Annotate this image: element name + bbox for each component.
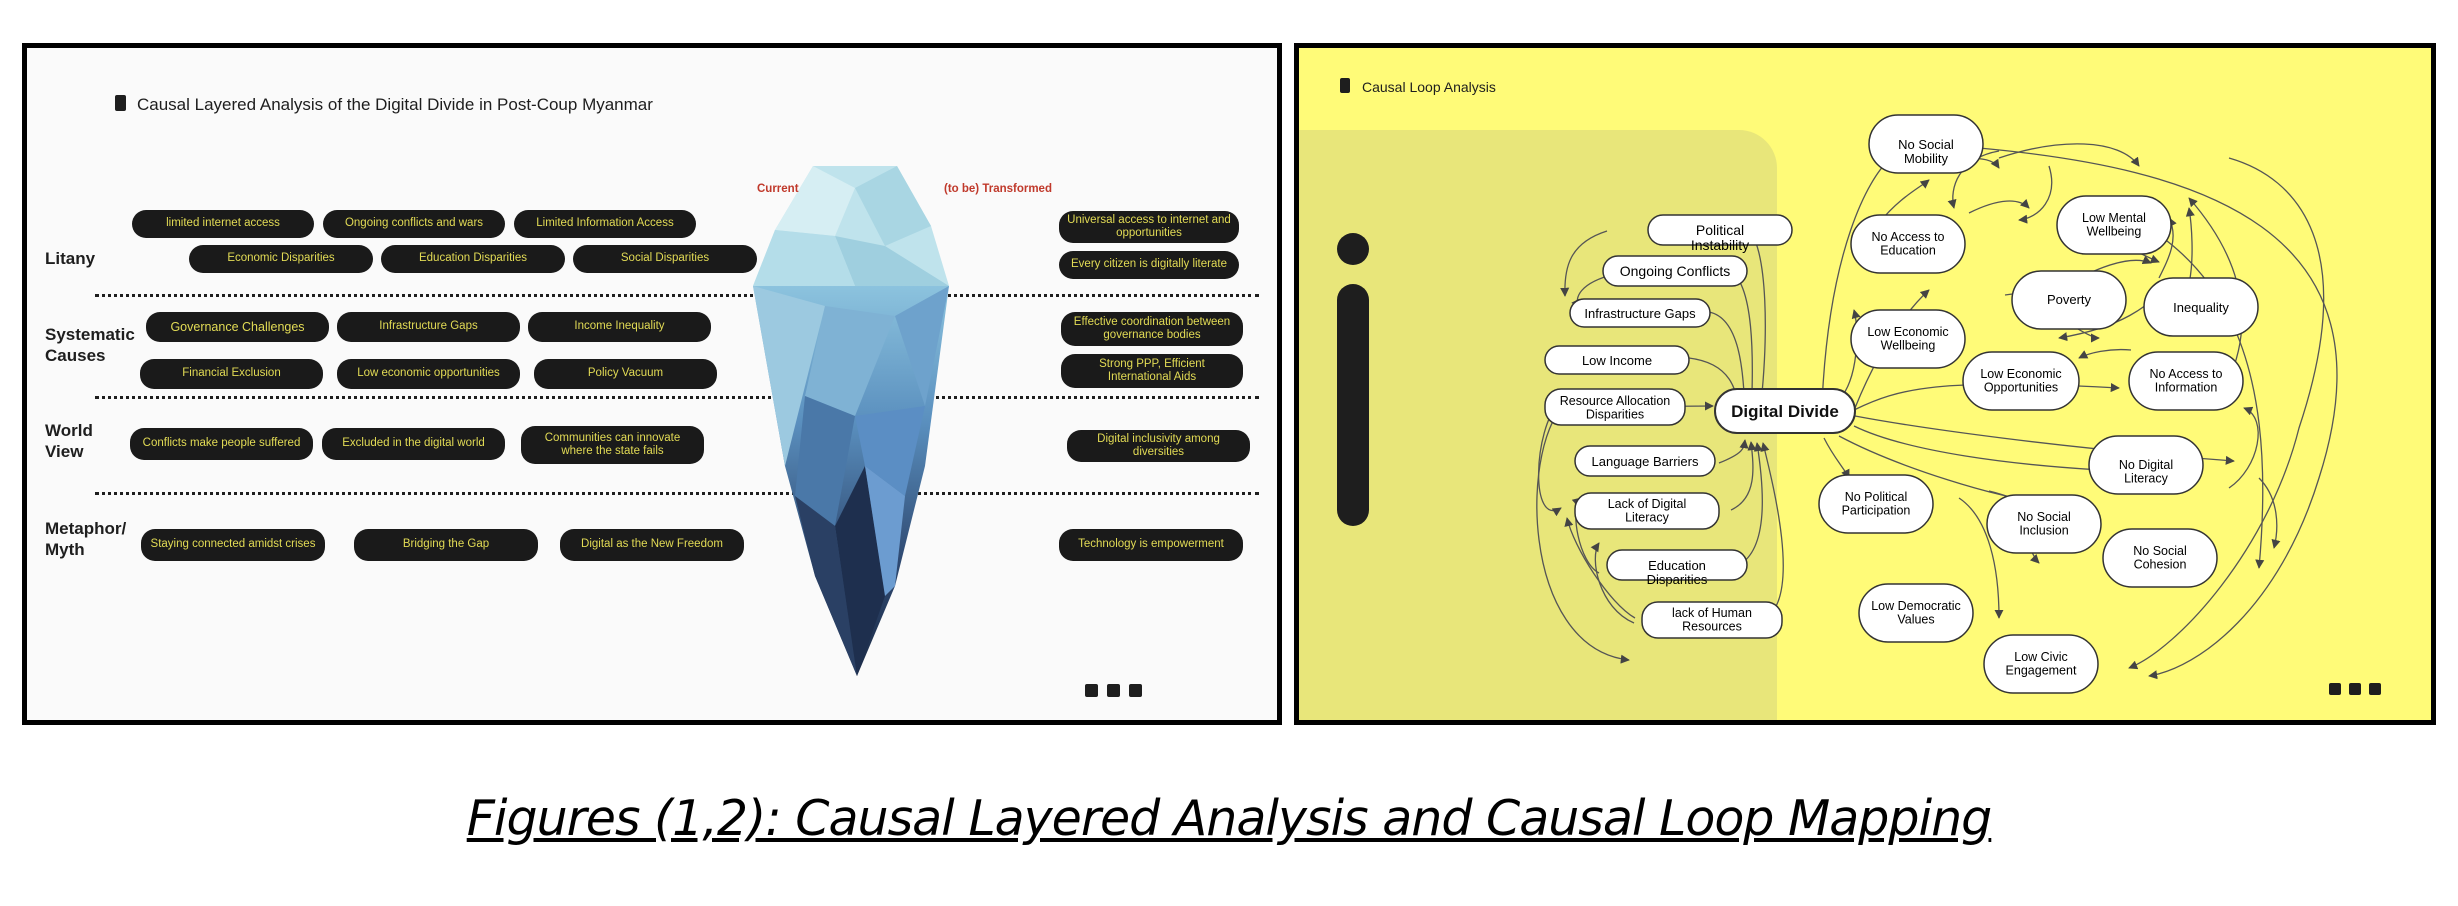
- svg-text:Infrastructure Gaps: Infrastructure Gaps: [1584, 306, 1696, 321]
- node-language-barriers: Language Barriers: [1574, 445, 1716, 477]
- more-dots-icon: [1085, 684, 1142, 697]
- cla-item-transformed: Universal access to internet and opportu…: [1059, 211, 1239, 243]
- cla-item: Income Inequality: [528, 312, 711, 342]
- layer-divider: [95, 294, 1259, 297]
- cla-item: Conflicts make people suffered: [130, 428, 313, 460]
- cla-item: limited internet access: [132, 210, 314, 238]
- layer-label-myth: Metaphor/ Myth: [45, 519, 127, 560]
- iceberg-transformed-label: (to be) Transformed: [944, 183, 1052, 195]
- cla-panel: Causal Layered Analysis of the Digital D…: [22, 43, 1282, 725]
- cla-item-transformed: Technology is empowerment: [1059, 529, 1243, 561]
- title-marker: [1340, 78, 1350, 93]
- cla-item: Governance Challenges: [146, 312, 329, 342]
- info-icon-stem: [1337, 284, 1369, 526]
- node-inequality: Inequality: [2143, 277, 2259, 337]
- layer-divider: [95, 396, 1259, 399]
- svg-text:Poverty: Poverty: [2047, 292, 2092, 307]
- node-poverty: Poverty: [2011, 270, 2127, 330]
- cla-item: Bridging the Gap: [354, 529, 538, 561]
- cla-item-transformed: Effective coordination between governanc…: [1061, 312, 1243, 346]
- iceberg-current-label: Current: [757, 183, 799, 195]
- iceberg-graphic: [753, 166, 949, 676]
- cla-item: Education Disparities: [381, 245, 565, 273]
- cla-item: Policy Vacuum: [534, 359, 717, 389]
- layer-divider: [95, 492, 1259, 495]
- cla-item: Communities can innovate where the state…: [521, 426, 704, 464]
- layer-label-systematic: Systematic Causes: [45, 325, 135, 366]
- cla-item: Staying connected amidst crises: [141, 529, 325, 561]
- causal-loop-panel: Causal Loop Analysis: [1294, 43, 2436, 725]
- cla-item: Excluded in the digital world: [322, 428, 505, 460]
- cla-item: Economic Disparities: [189, 245, 373, 273]
- svg-text:Language Barriers: Language Barriers: [1592, 454, 1699, 469]
- layer-label-worldview: World View: [45, 421, 93, 462]
- cla-item: Financial Exclusion: [140, 359, 323, 389]
- cla-item-transformed: Digital inclusivity among diversities: [1067, 430, 1250, 462]
- node-digital-divide: Digital Divide: [1714, 388, 1856, 434]
- more-dots-icon: [2329, 683, 2381, 695]
- info-icon-dot: [1337, 233, 1369, 265]
- causal-loop-title: Causal Loop Analysis: [1362, 79, 1496, 95]
- svg-text:Ongoing Conflicts: Ongoing Conflicts: [1620, 263, 1731, 279]
- cla-item: Ongoing conflicts and wars: [323, 210, 505, 238]
- cla-item: Social Disparities: [573, 245, 757, 273]
- cla-item-transformed: Strong PPP, Efficient International Aids: [1061, 354, 1243, 388]
- figure-caption: Figures (1,2): Causal Layered Analysis a…: [466, 790, 1993, 847]
- node-infrastructure-gaps: Infrastructure Gaps: [1569, 298, 1711, 328]
- node-low-income: Low Income: [1544, 345, 1690, 375]
- svg-text:Low Income: Low Income: [1582, 353, 1652, 368]
- cla-item: Low economic opportunities: [337, 359, 520, 389]
- node-ongoing-conflicts: Ongoing Conflicts: [1602, 255, 1748, 287]
- cla-item-transformed: Every citizen is digitally literate: [1059, 251, 1239, 279]
- svg-text:Inequality: Inequality: [2173, 300, 2229, 315]
- layer-label-litany: Litany: [45, 249, 96, 268]
- cla-item: Infrastructure Gaps: [337, 312, 520, 342]
- cla-title: Causal Layered Analysis of the Digital D…: [137, 95, 653, 114]
- cla-item: Limited Information Access: [514, 210, 696, 238]
- cla-item: Digital as the New Freedom: [560, 529, 744, 561]
- title-marker: [115, 95, 126, 111]
- svg-text:Digital Divide: Digital Divide: [1731, 402, 1839, 421]
